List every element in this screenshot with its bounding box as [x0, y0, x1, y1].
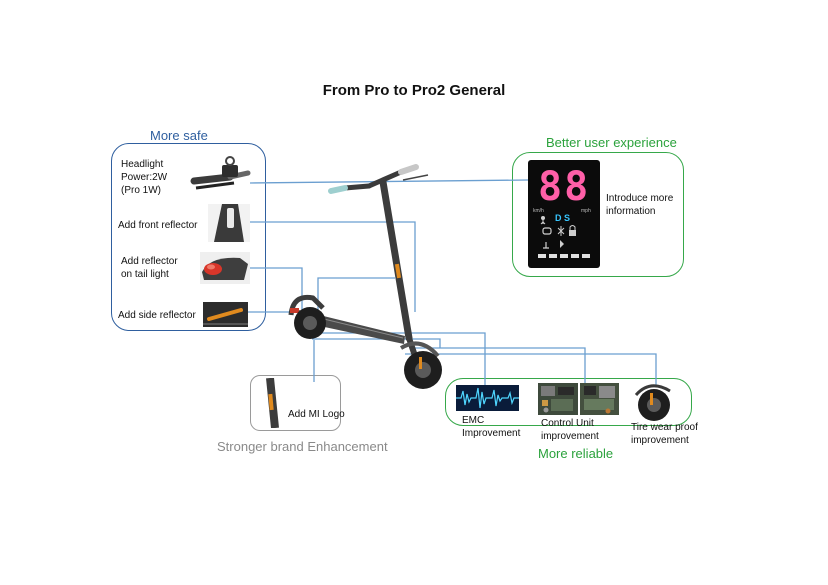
scooter-image — [288, 164, 442, 389]
side-reflector-label: Add side reflector — [118, 310, 196, 321]
emc-improvement-label: EMC Improvement — [462, 415, 521, 439]
brand-heading: Stronger brand Enhancement — [217, 439, 388, 454]
dashboard-display — [528, 160, 600, 268]
display-mode: D S — [555, 213, 571, 223]
tail-reflector-image — [200, 252, 250, 284]
tail-reflector-label: Add reflector on tail light — [121, 256, 178, 280]
tire-wear-label: Tire wear proof improvement — [631, 422, 698, 446]
control-unit-image — [538, 383, 619, 415]
display-unit-mph: mph — [581, 208, 591, 214]
reliability-group — [445, 378, 692, 426]
headlight-label: Headlight Power:2W (Pro 1W) — [121, 159, 168, 196]
tire-image — [634, 384, 671, 421]
more-safe-group — [111, 143, 266, 331]
front-reflector-image — [208, 204, 250, 242]
side-reflector-image — [203, 302, 248, 327]
control-unit-label: Control Unit improvement — [541, 418, 599, 442]
page-title: From Pro to Pro2 General — [322, 82, 506, 99]
mi-logo-stem-image — [266, 378, 279, 428]
more-information-label: Introduce more information — [606, 193, 674, 217]
front-reflector-label: Add front reflector — [118, 220, 198, 231]
display-status-icons — [538, 216, 590, 258]
more-reliable-heading: More reliable — [538, 446, 614, 461]
user-experience-group — [512, 152, 684, 277]
more-safe-heading: More safe — [150, 128, 208, 143]
brand-group — [250, 375, 341, 431]
emc-waveform-image — [456, 385, 519, 411]
headlight-image — [190, 156, 251, 190]
mi-logo-label: Add MI Logo — [288, 409, 345, 420]
user-experience-heading: Better user experience — [546, 135, 677, 150]
display-unit-kmh: km/h — [533, 208, 544, 214]
display-digits: 88 — [538, 164, 591, 210]
